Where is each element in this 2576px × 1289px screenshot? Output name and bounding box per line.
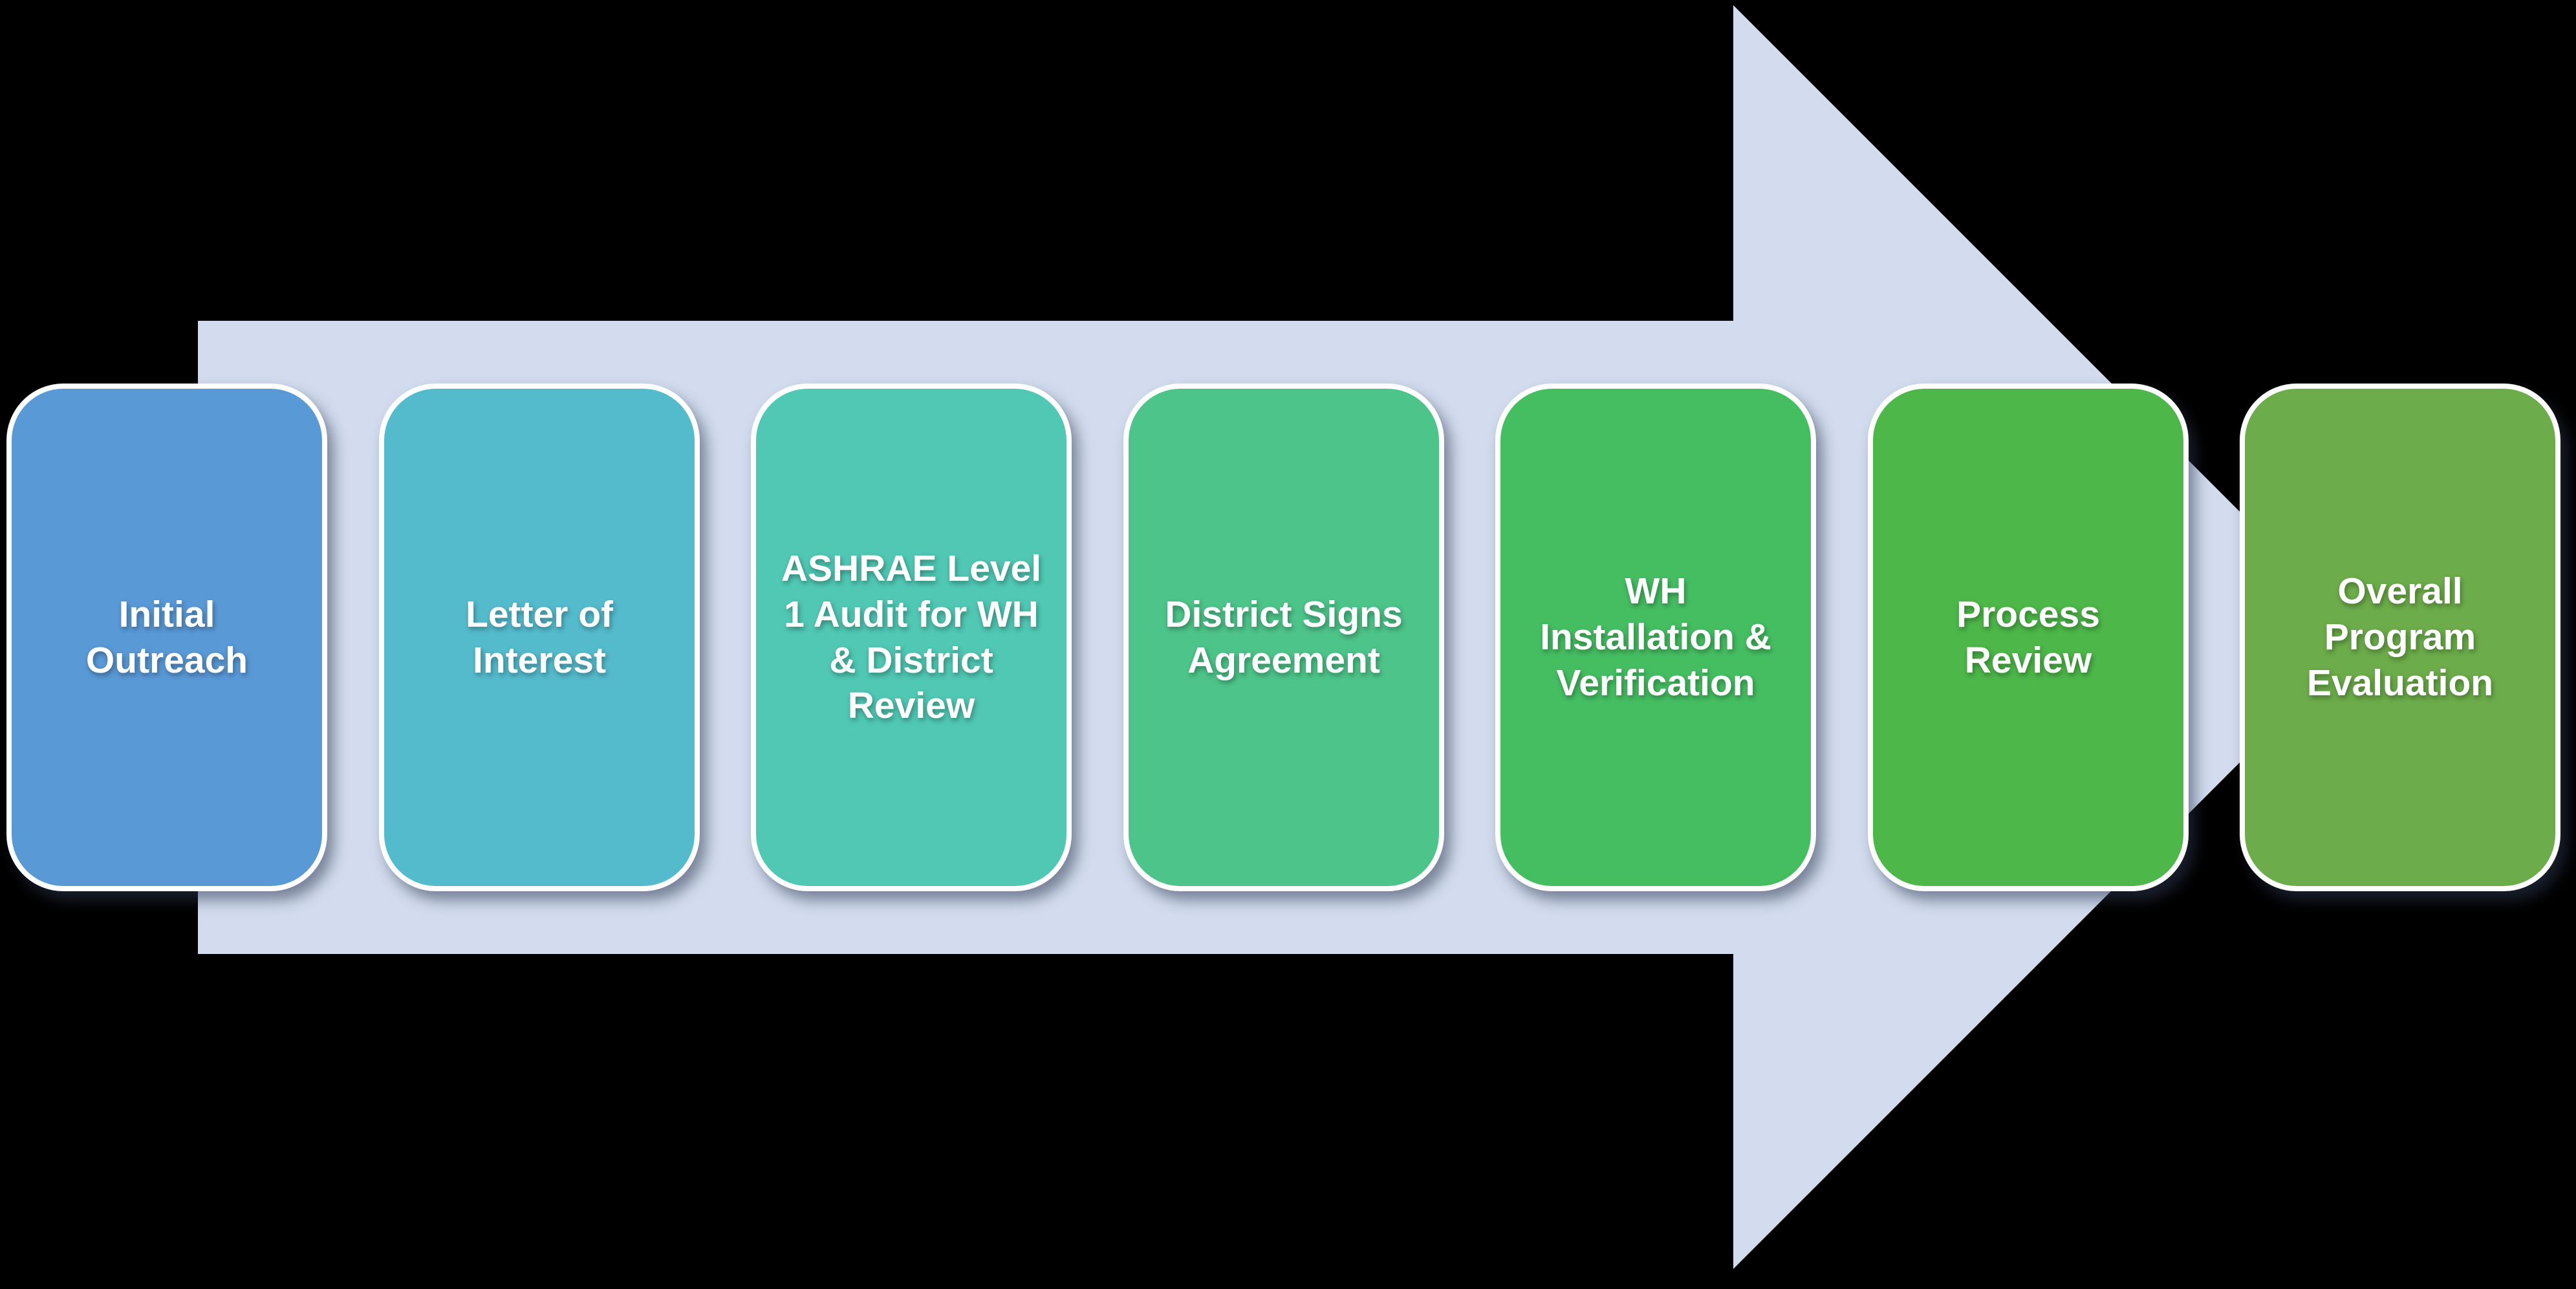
step-wh-installation-verification: WH Installation & Verification [1495, 384, 1816, 891]
step-label: Letter of Interest [466, 593, 613, 681]
step-label: WH Installation & Verification [1540, 570, 1771, 704]
step-letter-of-interest: Letter of Interest [379, 384, 700, 891]
step-ashrae-level-1-audit: ASHRAE Level 1 Audit for WH & District R… [751, 384, 1072, 891]
step-label: Initial Outreach [85, 593, 248, 681]
step-label: ASHRAE Level 1 Audit for WH & District R… [781, 548, 1042, 727]
step-label: Process Review [1956, 593, 2100, 681]
step-label: Overall Program Evaluation [2306, 570, 2494, 704]
step-overall-program-evaluation: Overall Program Evaluation [2240, 384, 2560, 891]
step-district-signs-agreement: District Signs Agreement [1123, 384, 1444, 891]
step-initial-outreach: Initial Outreach [6, 384, 327, 891]
step-label: District Signs Agreement [1165, 593, 1403, 681]
step-process-review: Process Review [1868, 384, 2189, 891]
